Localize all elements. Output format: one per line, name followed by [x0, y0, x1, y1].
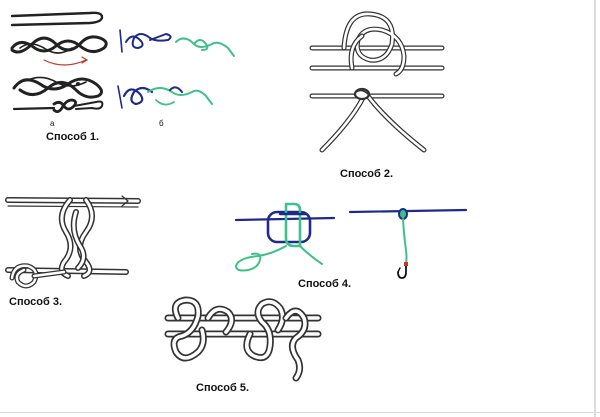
- caption-method-1: Способ 1.: [46, 131, 100, 143]
- method-4-illustration: [234, 202, 468, 279]
- method-2-illustration: [309, 11, 445, 153]
- method-1a-illustration: [10, 11, 108, 113]
- right-frame-edge: [594, 0, 596, 417]
- method-5-illustration: [164, 296, 322, 382]
- caption-method-5: Способ 5.: [196, 382, 250, 394]
- method-1-label-b: б: [159, 119, 164, 128]
- method-1-label-a: а: [50, 119, 55, 128]
- caption-method-3: Способ 3.: [9, 296, 63, 308]
- bottom-frame-edge: [0, 412, 600, 413]
- caption-method-4: Способ 4.: [298, 278, 352, 290]
- method-1b-illustration: [117, 29, 235, 109]
- method-3-illustration: [5, 195, 141, 289]
- caption-method-2: Способ 2.: [340, 168, 394, 180]
